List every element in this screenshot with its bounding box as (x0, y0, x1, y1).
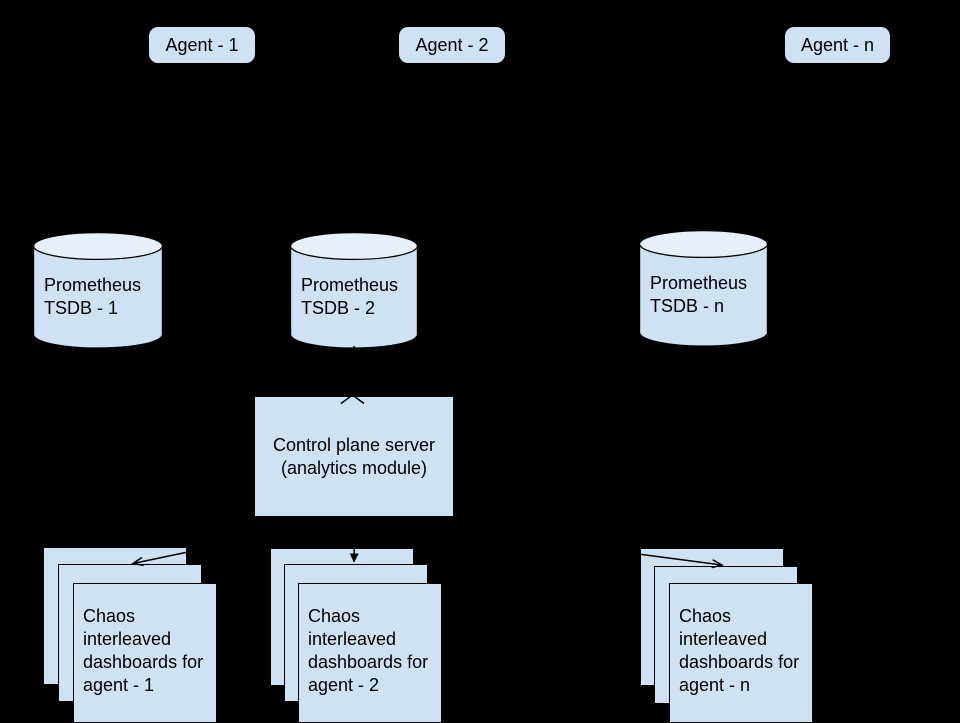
database-cylinder-icon (639, 230, 768, 347)
agent-n-label: Agent - n (800, 34, 875, 55)
database-cylinder-icon (33, 232, 163, 349)
node-prometheus-tsdb-n: Prometheus TSDB - n (639, 230, 768, 347)
node-control-plane-server: Control plane server (analytics module) (254, 396, 454, 517)
database-cylinder-icon (290, 232, 418, 349)
tsdb-1-label-line2: TSDB - 1 (44, 298, 119, 318)
dashboard-card-front: Chaos interleaved dashboards for agent -… (73, 583, 217, 723)
tsdb-n-label: Prometheus TSDB - n (650, 272, 747, 318)
node-agent-n: Agent - n (785, 27, 890, 63)
tsdb-1-label-line1: Prometheus (44, 275, 142, 295)
agent-1-label: Agent - 1 (165, 34, 239, 55)
node-agent-2: Agent - 2 (399, 27, 505, 63)
dashboards-2-label: Chaos interleaved dashboards for agent -… (308, 606, 429, 695)
tsdb-2-label-line2: TSDB - 2 (301, 298, 376, 318)
tsdb-2-label: Prometheus TSDB - 2 (301, 274, 398, 320)
dashboard-card-front: Chaos interleaved dashboards for agent -… (669, 583, 813, 723)
tsdb-n-label-line2: TSDB - n (650, 296, 725, 316)
dashboards-n-label: Chaos interleaved dashboards for agent -… (679, 606, 800, 695)
control-plane-label-line1: Control plane server (272, 434, 436, 455)
edge-tsdb2-to-control-plane (352, 345, 355, 395)
tsdb-n-label-line1: Prometheus (650, 273, 748, 293)
agent-2-label: Agent - 2 (415, 34, 489, 55)
tsdb-2-label-line1: Prometheus (301, 275, 399, 295)
dashboard-card-front: Chaos interleaved dashboards for agent -… (298, 583, 442, 723)
tsdb-1-label: Prometheus TSDB - 1 (44, 274, 141, 320)
node-prometheus-tsdb-2: Prometheus TSDB - 2 (290, 232, 418, 349)
dashboards-1-label: Chaos interleaved dashboards for agent -… (83, 606, 204, 695)
node-prometheus-tsdb-1: Prometheus TSDB - 1 (33, 232, 163, 349)
control-plane-label-line2: (analytics module) (280, 457, 428, 478)
node-agent-1: Agent - 1 (149, 27, 255, 63)
